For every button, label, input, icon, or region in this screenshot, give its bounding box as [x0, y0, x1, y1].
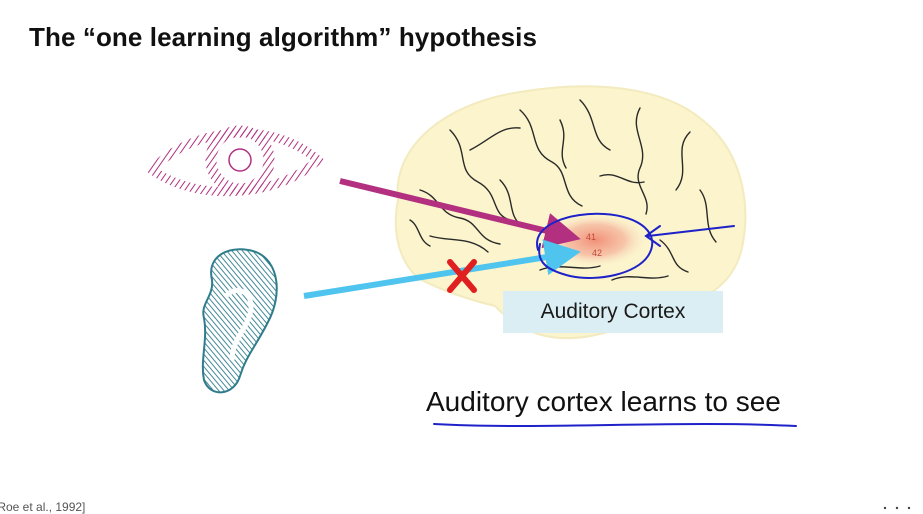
slide-caption: Auditory cortex learns to see — [426, 386, 781, 417]
cross-mark-icon — [447, 259, 477, 293]
ear-to-cortex-arrow — [303, 239, 581, 299]
corner-dots — [883, 506, 911, 510]
eye-to-cortex-arrow — [339, 178, 581, 249]
auditory-cortex-label: Auditory Cortex — [503, 291, 723, 333]
eye-icon — [145, 125, 325, 197]
area-42-label: 42 — [592, 248, 602, 258]
ear-icon — [201, 248, 278, 394]
ink-annotation — [536, 212, 735, 279]
slide-title: The “one learning algorithm” hypothesis — [29, 22, 538, 52]
citation-text: [Roe et al., 1992] — [0, 500, 86, 514]
area-41-label: 41 — [586, 232, 596, 242]
